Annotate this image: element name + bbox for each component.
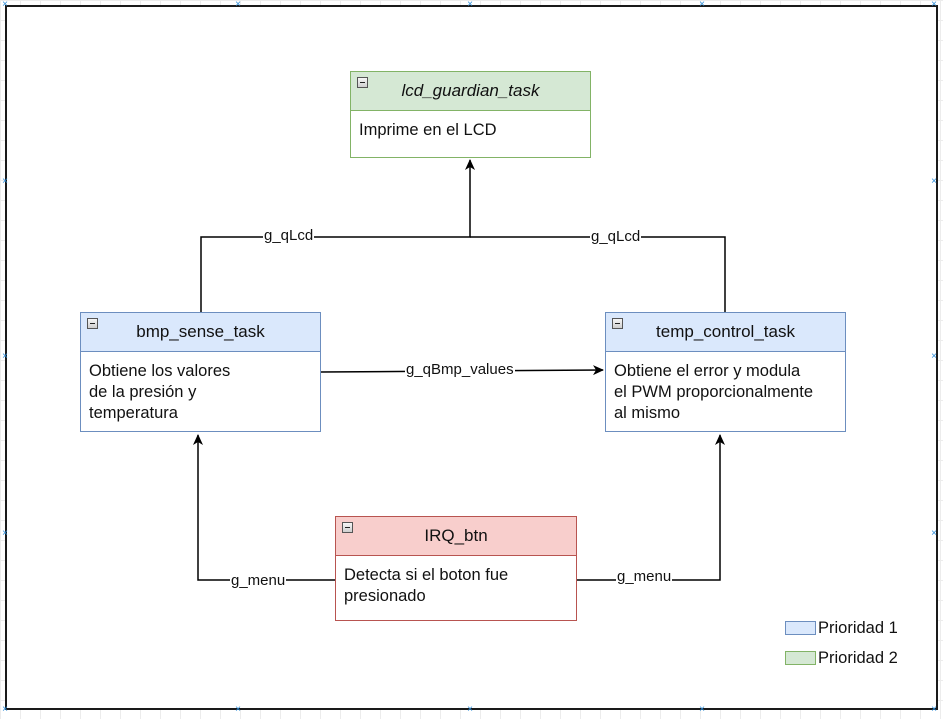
- selection-handle[interactable]: ×: [699, 0, 705, 10]
- node-title: lcd_guardian_task: [401, 81, 540, 100]
- legend-label-prioridad-1: Prioridad 1: [818, 619, 898, 637]
- edge-label-bmp-to-temp: g_qBmp_values: [405, 361, 515, 378]
- selection-handle[interactable]: ×: [235, 0, 241, 10]
- node-title: bmp_sense_task: [136, 322, 265, 341]
- selection-handle[interactable]: ×: [467, 704, 473, 715]
- selection-handle[interactable]: ×: [2, 528, 8, 539]
- selection-handle[interactable]: ×: [931, 176, 937, 187]
- node-lcd-guardian-task[interactable]: lcd_guardian_task Imprime en el LCD: [350, 71, 591, 158]
- edge-irq-to-temp[interactable]: [577, 434, 725, 581]
- selection-handle[interactable]: ×: [235, 704, 241, 715]
- edge-irq-to-bmp[interactable]: [193, 434, 335, 581]
- node-body: Obtiene los valores de la presión y temp…: [89, 362, 231, 422]
- selection-handle[interactable]: ×: [2, 176, 8, 187]
- edge-bmp-to-lcd[interactable]: [200, 159, 475, 312]
- collapse-icon[interactable]: [342, 522, 353, 533]
- selection-handle[interactable]: ×: [699, 704, 705, 715]
- node-header[interactable]: lcd_guardian_task: [351, 72, 590, 111]
- edge-label-irq-to-bmp: g_menu: [230, 572, 287, 589]
- node-title: IRQ_btn: [424, 526, 488, 545]
- edge-temp-to-lcd[interactable]: [470, 236, 726, 312]
- selection-handle[interactable]: ×: [2, 351, 8, 362]
- legend-label-prioridad-2: Prioridad 2: [818, 649, 898, 667]
- collapse-icon[interactable]: [87, 318, 98, 329]
- node-bmp-sense-task[interactable]: bmp_sense_task Obtiene los valores de la…: [80, 312, 321, 432]
- node-body: Imprime en el LCD: [359, 121, 497, 139]
- selection-handle[interactable]: ×: [931, 0, 937, 10]
- selection-handle[interactable]: ×: [2, 704, 8, 715]
- edge-label-temp-to-lcd: g_qLcd: [590, 228, 642, 245]
- node-temp-control-task[interactable]: temp_control_task Obtiene el error y mod…: [605, 312, 846, 432]
- selection-handle[interactable]: ×: [931, 528, 937, 539]
- legend-swatch-prioridad-2: [785, 651, 816, 665]
- collapse-icon[interactable]: [612, 318, 623, 329]
- selection-handle[interactable]: ×: [931, 351, 937, 362]
- collapse-icon[interactable]: [357, 77, 368, 88]
- node-title: temp_control_task: [656, 322, 795, 341]
- node-body: Obtiene el error y modula el PWM proporc…: [614, 362, 813, 422]
- edge-label-irq-to-temp: g_menu: [616, 568, 673, 585]
- node-body: Detecta si el boton fue presionado: [344, 566, 509, 605]
- selection-handle[interactable]: ×: [467, 0, 473, 10]
- edge-label-bmp-to-lcd: g_qLcd: [263, 227, 315, 244]
- node-header[interactable]: IRQ_btn: [336, 517, 576, 556]
- node-header[interactable]: bmp_sense_task: [81, 313, 320, 352]
- selection-handle[interactable]: ×: [2, 0, 8, 10]
- node-header[interactable]: temp_control_task: [606, 313, 845, 352]
- legend-swatch-prioridad-1: [785, 621, 816, 635]
- node-irq-btn[interactable]: IRQ_btn Detecta si el boton fue presiona…: [335, 516, 577, 621]
- selection-handle[interactable]: ×: [931, 704, 937, 715]
